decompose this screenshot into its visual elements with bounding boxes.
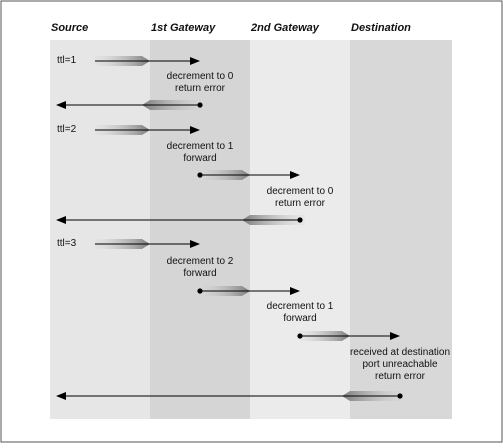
annotation-line: decrement to 2 [166, 256, 234, 267]
band-destination [350, 40, 452, 419]
band-gateway-2 [250, 40, 350, 419]
arrow-head [390, 332, 400, 340]
annotation-line: forward [183, 153, 217, 164]
step-annotation: decrement to 1 forward [140, 141, 260, 165]
arrow-origin-dot [197, 172, 203, 178]
column-header-gateway-2: 2nd Gateway [251, 22, 319, 34]
arrow-origin-dot [197, 102, 203, 108]
arrow-head [190, 57, 200, 65]
band-gateway-1 [150, 40, 250, 419]
arrow-head [190, 240, 200, 248]
column-header-gateway-1: 1st Gateway [151, 22, 216, 34]
annotation-line: received at destination [349, 347, 451, 358]
arrow-head [290, 287, 300, 295]
step-annotation: decrement to 1 forward [240, 301, 360, 325]
annotation-line: decrement to 0 [166, 71, 234, 82]
step-annotation: decrement to 0 return error [240, 186, 360, 210]
arrow-head [190, 126, 200, 134]
annotation-line: forward [183, 268, 217, 279]
annotation-line: return error [374, 371, 425, 382]
arrow-origin-dot [297, 333, 303, 339]
annotation-line: port unreachable [362, 359, 438, 370]
probe-1 [56, 56, 205, 110]
column-header-destination: Destination [351, 22, 411, 34]
step-annotation: received at destination port unreachable… [340, 347, 460, 383]
arrow-head [56, 216, 66, 224]
column-header-source: Source [51, 22, 89, 34]
annotation-line: return error [274, 198, 325, 209]
annotation-line: forward [283, 313, 317, 324]
ttl-label: ttl=3 [57, 238, 77, 249]
ttl-label: ttl=1 [57, 55, 77, 66]
step-annotation: decrement to 2 forward [140, 256, 260, 280]
probe-3 [56, 239, 405, 401]
annotation-line: decrement to 0 [266, 186, 334, 197]
annotation-line: return error [174, 83, 225, 94]
annotation-line: decrement to 1 [166, 141, 234, 152]
arrow-origin-dot [397, 393, 403, 399]
annotation-line: decrement to 1 [266, 301, 334, 312]
arrow-origin-dot [197, 288, 203, 294]
band-source [50, 40, 150, 419]
probe-2 [56, 125, 305, 225]
arrow-origin-dot [297, 217, 303, 223]
arrow-head [290, 171, 300, 179]
step-annotation: decrement to 0 return error [140, 71, 260, 95]
ttl-label: ttl=2 [57, 124, 77, 135]
arrow-head [56, 392, 66, 400]
arrow-head [56, 101, 66, 109]
